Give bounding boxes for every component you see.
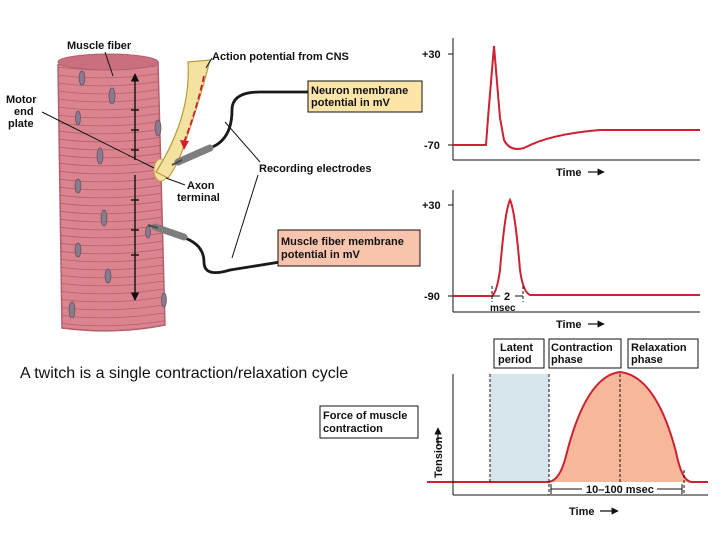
graph2-trace: [453, 197, 700, 297]
striation-line: [58, 254, 165, 263]
svg-text:Latent: Latent: [500, 342, 533, 354]
striation-line: [58, 206, 165, 215]
twitch-caption: A twitch is a single contraction/relaxat…: [20, 365, 440, 383]
twitch-tension-graph: 10–100 msec Tension Time Latent period C…: [427, 338, 708, 518]
svg-text:period: period: [498, 354, 532, 366]
svg-text:Contraction: Contraction: [551, 342, 613, 354]
contraction-phase-box: Contraction phase: [548, 338, 622, 369]
graph3-xlabel: Time: [569, 506, 594, 518]
force-contraction-box: Force of muscle contraction: [319, 405, 419, 439]
axon: [155, 59, 211, 179]
latent-period-region: [490, 374, 549, 482]
graph1-xlabel: Time: [556, 167, 581, 179]
graph3-ylabel: Tension: [433, 436, 445, 478]
svg-text:Force of muscle: Force of muscle: [323, 410, 407, 422]
striation-line: [58, 214, 165, 223]
label-motor-end-plate-1: Motor: [6, 94, 37, 106]
neuron-potential-box: Neuron membrane potential in mV: [307, 80, 423, 113]
muscle-potential-box: Muscle fiber membrane potential in mV: [277, 229, 421, 267]
label-motor-end-plate-3: plate: [8, 118, 34, 130]
label-recording-electrodes: Recording electrodes: [259, 163, 371, 175]
striation-line: [58, 302, 165, 311]
muscle-electrode: [147, 223, 188, 241]
svg-text:phase: phase: [551, 354, 583, 366]
neuron-electrode: [171, 144, 214, 166]
label-axon-terminal-2: terminal: [177, 192, 220, 204]
striation-line: [58, 318, 165, 327]
graph2-scale-unit: msec: [490, 303, 516, 314]
graph1-y-top: +30: [422, 49, 441, 61]
striation-line: [58, 278, 165, 287]
graph2-scale-bar: [491, 286, 524, 302]
leader-lines: [41, 51, 261, 259]
axon-signal-arrowhead: [180, 140, 189, 150]
phase-dividers: [489, 374, 685, 495]
svg-text:phase: phase: [631, 354, 663, 366]
duration-label: 10–100 msec: [586, 484, 654, 496]
graph2-y-top: +30: [422, 200, 441, 212]
muscle-nuclei: [68, 70, 167, 319]
recording-electrodes: [147, 90, 310, 275]
striation-line: [58, 198, 165, 207]
svg-text:potential in mV: potential in mV: [281, 249, 361, 261]
muscle-action-potential-graph: +30 -90 2 msec Time: [422, 190, 700, 331]
striation-line: [58, 310, 165, 319]
label-axon-terminal-1: Axon: [187, 180, 215, 192]
striation-line: [58, 246, 165, 255]
label-motor-end-plate-2: end: [14, 106, 34, 118]
label-muscle-fiber: Muscle fiber: [67, 40, 132, 52]
graph1-y-bottom: -70: [424, 140, 440, 152]
svg-text:contraction: contraction: [323, 423, 383, 435]
neuron-action-potential-graph: +30 -70 Time: [422, 38, 700, 179]
striation-line: [58, 230, 165, 239]
diagram-labels: Muscle fiber Action potential from CNS M…: [6, 40, 371, 204]
propagation-arrows: [130, 73, 140, 301]
muscle-electrode-wire: [181, 235, 281, 275]
latent-period-box: Latent period: [493, 338, 545, 369]
relaxation-phase-box: Relaxation phase: [627, 338, 699, 369]
graph2-scale-value: 2: [504, 291, 510, 303]
striation-line: [58, 238, 165, 247]
duration-bracket: [550, 484, 683, 494]
svg-text:potential in mV: potential in mV: [311, 97, 391, 109]
striation-line: [58, 182, 165, 191]
svg-text:Neuron membrane: Neuron membrane: [311, 85, 408, 97]
graph1-trace: [453, 45, 700, 150]
striation-line: [58, 286, 165, 295]
svg-text:Relaxation: Relaxation: [631, 342, 687, 354]
striation-line: [58, 190, 165, 199]
graph2-y-bottom: -90: [424, 291, 440, 303]
svg-text:Muscle fiber membrane: Muscle fiber membrane: [281, 236, 404, 248]
muscle-fiber: [57, 53, 169, 332]
neuron-electrode-wire: [209, 90, 310, 150]
graph2-xlabel: Time: [556, 319, 581, 331]
tension-trace: [427, 370, 708, 483]
striation-line: [58, 294, 165, 303]
label-action-potential: Action potential from CNS: [212, 51, 349, 63]
striation-line: [58, 262, 165, 271]
